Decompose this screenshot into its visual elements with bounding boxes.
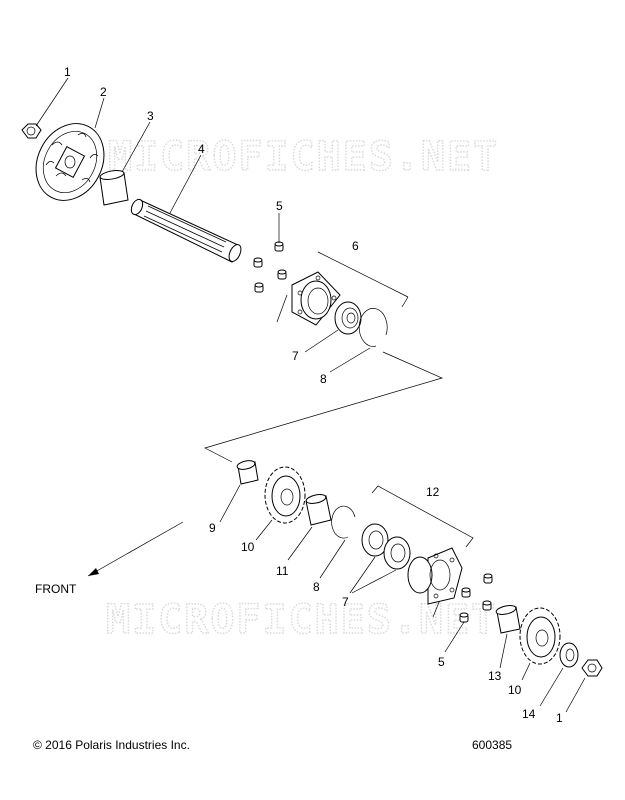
part-1-nut-top xyxy=(21,123,42,139)
callout-7-bottom: 7 xyxy=(342,595,349,609)
part-7-bearings-bottom xyxy=(361,523,411,570)
callout-7-top: 7 xyxy=(292,349,299,363)
part-7-bearing-top xyxy=(334,301,362,335)
callout-14: 14 xyxy=(522,707,536,721)
part-12-bearing-housing-bottom xyxy=(407,547,463,605)
front-direction-arrow xyxy=(87,521,184,577)
callout-2: 2 xyxy=(100,85,107,99)
callout-5-top: 5 xyxy=(276,199,283,213)
part-5-bolts-bottom xyxy=(459,573,493,623)
watermark-bottom: MICROFICHES.NET xyxy=(106,597,497,643)
part-3-spacer xyxy=(99,170,129,206)
watermark-top: MICROFICHES.NET xyxy=(108,134,499,180)
part-14-washer xyxy=(559,642,579,668)
part-5-bolts-top xyxy=(253,241,287,293)
callout-12: 12 xyxy=(426,485,440,499)
part-11-spacer xyxy=(305,494,332,526)
bracket-6-end xyxy=(401,296,409,308)
bracket-12 xyxy=(371,485,474,548)
callout-11: 11 xyxy=(276,564,289,578)
callout-10-right: 10 xyxy=(508,683,522,697)
callout-9: 9 xyxy=(209,521,216,535)
front-label: FRONT xyxy=(35,582,77,596)
part-9-bushing xyxy=(236,460,259,485)
diagram-number: 600385 xyxy=(472,738,513,752)
copyright-text: © 2016 Polaris Industries Inc. xyxy=(33,738,190,752)
callout-4: 4 xyxy=(198,142,205,156)
bracket-6 xyxy=(276,251,409,323)
callout-10-left: 10 xyxy=(241,540,255,554)
part-13-spacer xyxy=(495,605,521,634)
callout-1-top: 1 xyxy=(64,65,71,79)
part-6-bearing-housing-top xyxy=(291,271,341,326)
callout-1-bottom: 1 xyxy=(556,711,563,725)
callout-8-top: 8 xyxy=(320,372,327,386)
callout-8-bottom: 8 xyxy=(313,580,320,594)
part-2-brake-disc xyxy=(35,123,105,201)
part-8-snap-ring-top xyxy=(358,308,388,347)
part-4-shaft xyxy=(130,198,242,263)
callout-6: 6 xyxy=(352,239,359,253)
callout-leaders xyxy=(35,77,586,713)
callout-5-bottom: 5 xyxy=(438,655,445,669)
shaft-continuation-line xyxy=(204,351,444,463)
part-1-nut-bottom xyxy=(581,659,603,677)
part-10-sprocket-left xyxy=(264,466,306,524)
part-10-sprocket-right xyxy=(519,607,561,665)
callout-3: 3 xyxy=(147,109,154,123)
part-8-snap-ring-bottom xyxy=(331,505,356,539)
callout-13: 13 xyxy=(488,669,502,683)
